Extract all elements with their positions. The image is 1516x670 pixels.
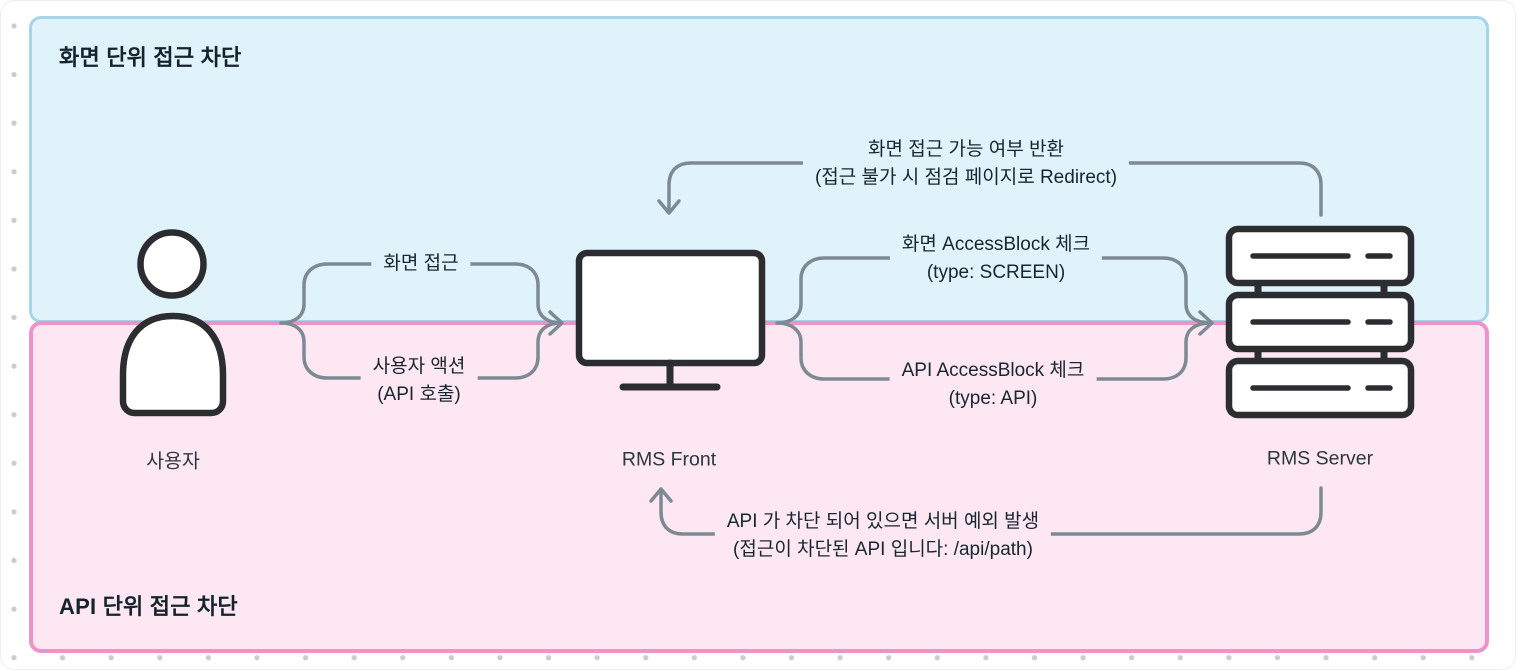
person-icon: [119, 229, 227, 417]
arrowhead-down-icon: [657, 199, 681, 215]
edge-label-api-check: API AccessBlock 체크 (type: API): [889, 356, 1097, 414]
server-stack-icon: [1225, 225, 1415, 419]
server-node-label: RMS Server: [1266, 447, 1374, 470]
edge-label-screen-access: 화면 접근: [371, 249, 471, 279]
edge-label-api-exception: API 가 차단 되어 있으면 서버 예외 발생 (접근이 차단된 API 입니…: [714, 507, 1052, 565]
arrowhead-up-icon: [649, 487, 673, 503]
edge-label-screen-check: 화면 AccessBlock 체크 (type: SCREEN): [889, 230, 1103, 288]
arrowhead-right-icon: [548, 310, 564, 336]
front-node-label: RMS Front: [621, 448, 717, 471]
arrowhead-right-icon: [1198, 310, 1214, 336]
edge-label-screen-return: 화면 접근 가능 여부 반환 (접근 불가 시 점검 페이지로 Redirect…: [802, 135, 1130, 193]
edge-label-user-action: 사용자 액션 (API 호출): [360, 352, 478, 410]
monitor-icon: [575, 249, 766, 391]
api-region-title: API 단위 접근 차단: [59, 594, 238, 619]
user-node-label: 사용자: [146, 450, 200, 473]
screen-region-title: 화면 단위 접근 차단: [59, 45, 242, 70]
